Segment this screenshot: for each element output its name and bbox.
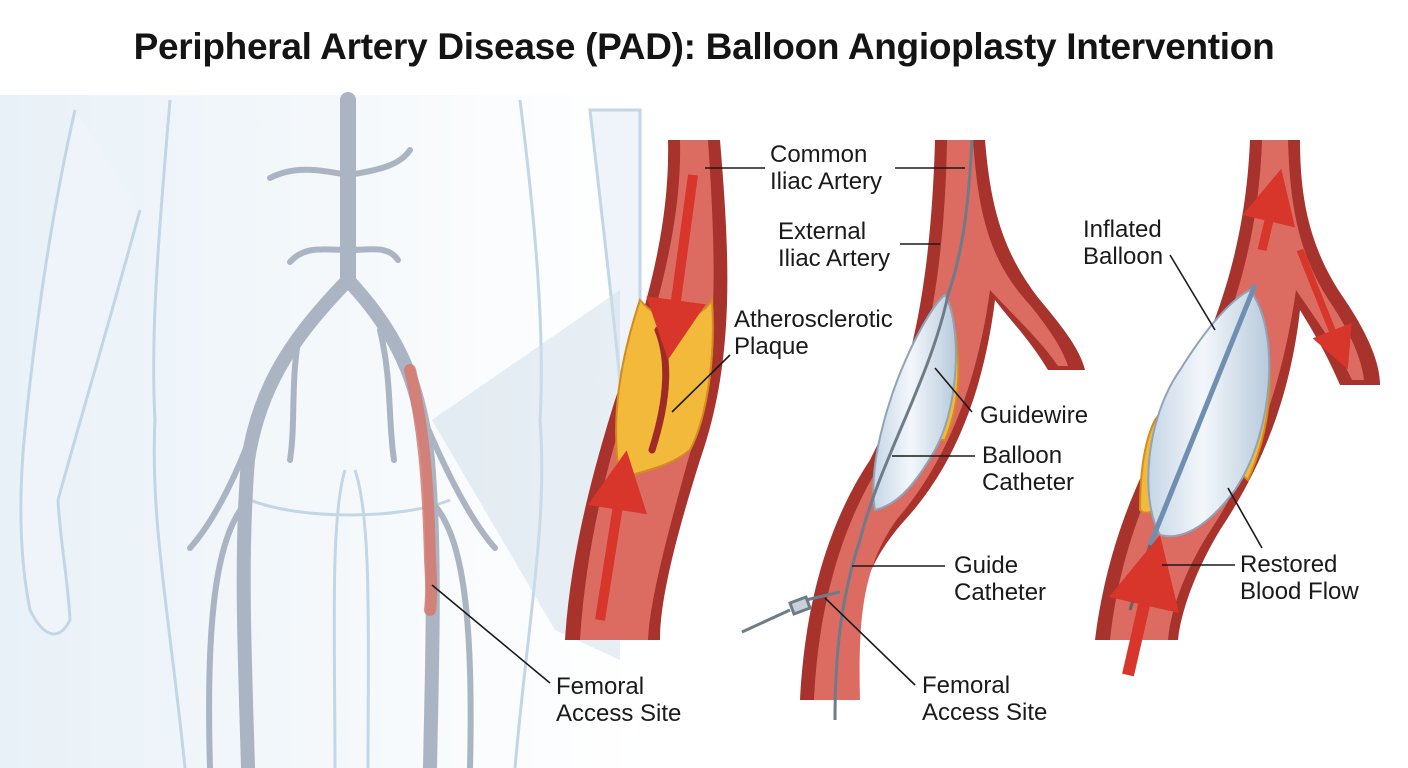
inflated-balloon-catheter xyxy=(1147,284,1258,546)
external-iliac-artery-label: External Iliac Artery xyxy=(778,218,891,272)
overview-diseased-segment xyxy=(404,364,438,616)
plaque-flow-arrow-up xyxy=(587,450,647,621)
plaque-flow-arrow-down xyxy=(646,174,706,360)
page-title: Peripheral Artery Disease (PAD): Balloon… xyxy=(133,26,1275,67)
left-arm xyxy=(19,109,142,636)
inflated-panel xyxy=(1095,140,1380,677)
plaque-panel xyxy=(565,140,728,640)
inflated-balloon-label: Inflated Balloon xyxy=(1083,216,1164,270)
restored-blood-flow-label: Restored Blood Flow xyxy=(1240,551,1359,605)
catheter-femoral-access-label: Femoral Access Site xyxy=(922,672,1048,726)
catheter-panel xyxy=(741,139,1085,721)
guide-catheter-label: Guide Catheter xyxy=(954,552,1047,606)
guidewire-line xyxy=(833,139,974,721)
leader-lines xyxy=(431,167,1263,686)
overview-femoral-access-label: Femoral Access Site xyxy=(556,673,682,727)
common-iliac-artery-label: Common Iliac Artery xyxy=(770,141,883,195)
restored-flow-arrow-up xyxy=(1108,534,1180,677)
body-overview xyxy=(0,92,642,768)
zoom-wedge xyxy=(432,290,620,660)
atherosclerotic-plaque-label: Atherosclerotic Plaque xyxy=(734,306,893,360)
balloon-catheter-label: Balloon Catheter xyxy=(982,442,1075,496)
guide-catheter-sheath xyxy=(741,590,841,634)
restored-flow-arrow-branch xyxy=(1296,248,1352,370)
guidewire-label: Guidewire xyxy=(980,402,1089,429)
restored-flow-arrow-top xyxy=(1242,168,1296,252)
